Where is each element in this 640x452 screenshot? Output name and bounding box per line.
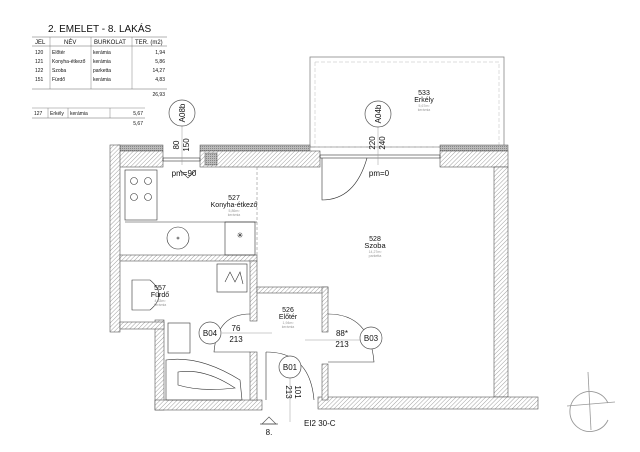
- svg-text:Fürdő: Fürdő: [151, 292, 169, 299]
- svg-text:5,67: 5,67: [133, 111, 143, 117]
- svg-text:8.: 8.: [266, 428, 273, 437]
- col-nev: NÉV: [64, 39, 76, 46]
- svg-text:1,94: 1,94: [155, 50, 165, 56]
- svg-text:A04b: A04b: [374, 104, 383, 123]
- svg-text:kerámia: kerámia: [70, 111, 88, 117]
- svg-text:B04: B04: [203, 329, 218, 338]
- sink-icon: [166, 226, 190, 250]
- svg-text:4,83m²: 4,83m²: [155, 299, 167, 303]
- door-b04: B04 76 213: [198, 313, 272, 353]
- svg-text:kerámia: kerámia: [228, 213, 241, 217]
- svg-text:5,67m²: 5,67m²: [419, 104, 431, 108]
- svg-text:kerámia: kerámia: [93, 50, 111, 56]
- svg-text:528: 528: [369, 236, 381, 243]
- balcony: 533 Erkély 5,67m² kerámia: [309, 56, 505, 148]
- svg-text:Erkély: Erkély: [414, 97, 434, 104]
- svg-text:5,86m²: 5,86m²: [229, 209, 241, 213]
- svg-text:B03: B03: [364, 334, 379, 343]
- svg-text:Előtér: Előtér: [52, 50, 65, 56]
- stove-icon: [130, 177, 138, 185]
- svg-text:14,27: 14,27: [152, 68, 165, 74]
- svg-text:kerámia: kerámia: [282, 325, 295, 329]
- svg-text:Szoba: Szoba: [364, 241, 386, 250]
- table-row: 121 Konyha-étkező kerámia 5,86: [35, 59, 165, 65]
- svg-text:kerámia: kerámia: [154, 303, 167, 307]
- svg-text:557: 557: [154, 285, 166, 292]
- walls: [109, 144, 539, 411]
- table-row: 122 Szoba parketta 14,27: [35, 68, 165, 74]
- door-b01-entrance[interactable]: B01 213 101 EI2 30-C: [265, 351, 336, 428]
- svg-text:127: 127: [34, 111, 43, 117]
- svg-text:240: 240: [378, 136, 387, 150]
- svg-text:533: 533: [418, 90, 430, 97]
- svg-text:4,83: 4,83: [155, 77, 165, 83]
- window-a08b: A08b 80 150 pm=90: [162, 99, 201, 179]
- col-jel: JEL: [35, 40, 46, 46]
- svg-text:parketta: parketta: [93, 68, 111, 74]
- window-a04b: A04b 220 240 pm=0: [319, 100, 441, 201]
- svg-text:kerámia: kerámia: [93, 77, 111, 83]
- room-schedule: 2. EMELET - 8. LAKÁS JEL NÉV BURKOLAT TE…: [32, 22, 167, 127]
- svg-text:150: 150: [182, 138, 191, 152]
- boiler-icon: [224, 271, 244, 285]
- north-arrow-icon: [566, 371, 616, 432]
- svg-text:213: 213: [335, 340, 349, 349]
- svg-text:Erkély: Erkély: [50, 111, 64, 117]
- svg-text:B01: B01: [283, 363, 298, 372]
- svg-text:Szoba: Szoba: [52, 68, 66, 74]
- svg-text:pm=90: pm=90: [172, 169, 197, 178]
- balcony-total: 5,67: [133, 121, 143, 127]
- total-area: 26,93: [152, 92, 165, 98]
- svg-text:A08b: A08b: [178, 103, 187, 122]
- table-row: 127 Erkély kerámia 5,67: [34, 111, 143, 117]
- svg-text:14,27m²: 14,27m²: [369, 250, 383, 254]
- svg-text:121: 121: [35, 59, 44, 65]
- col-ter: TER. (m2): [135, 40, 163, 46]
- entrance-marker: 8.: [260, 416, 278, 437]
- svg-text:527: 527: [228, 195, 240, 202]
- kitchen-fixtures: ✳ 527 Konyha-étkező 5,86m² kerámia: [124, 169, 258, 256]
- svg-text:kerámia: kerámia: [418, 108, 431, 112]
- svg-text:88*: 88*: [336, 329, 348, 338]
- svg-text:Fürdő: Fürdő: [52, 77, 65, 83]
- svg-text:213: 213: [229, 335, 243, 344]
- fridge-icon: ✳: [237, 231, 244, 240]
- svg-text:5,86: 5,86: [155, 59, 165, 65]
- svg-text:122: 122: [35, 68, 44, 74]
- col-burkolat: BURKOLAT: [94, 40, 126, 46]
- svg-text:120: 120: [35, 50, 44, 56]
- svg-text:1,94m²: 1,94m²: [283, 321, 295, 325]
- door-b03: B03 88* 213: [305, 313, 383, 363]
- table-row: 151 Fürdő kerámia 4,83: [35, 77, 165, 83]
- plan-title: 2. EMELET - 8. LAKÁS: [48, 22, 152, 35]
- svg-text:Előtér: Előtér: [279, 314, 298, 321]
- svg-text:pm=0: pm=0: [369, 169, 390, 178]
- svg-text:80: 80: [172, 140, 181, 149]
- svg-text:kerámia: kerámia: [93, 59, 111, 65]
- svg-text:parketta: parketta: [369, 254, 382, 258]
- bathtub-icon: [165, 358, 243, 401]
- svg-text:220: 220: [368, 136, 377, 150]
- svg-text:Konyha-étkező: Konyha-étkező: [52, 59, 86, 65]
- svg-text:526: 526: [282, 307, 294, 314]
- table-row: 120 Előtér kerámia 1,94: [35, 50, 165, 56]
- svg-text:151: 151: [35, 77, 44, 83]
- bathroom: 557 Fürdő 4,83m² kerámia: [131, 263, 248, 401]
- svg-text:EI2 30-C: EI2 30-C: [304, 419, 336, 428]
- svg-text:76: 76: [232, 324, 241, 333]
- svg-text:Konyha-étkező: Konyha-étkező: [211, 202, 258, 209]
- room-labels: 528 Szoba 14,27m² parketta 526 Előtér 1,…: [279, 236, 387, 329]
- svg-text:101: 101: [293, 385, 302, 399]
- svg-text:213: 213: [284, 385, 293, 399]
